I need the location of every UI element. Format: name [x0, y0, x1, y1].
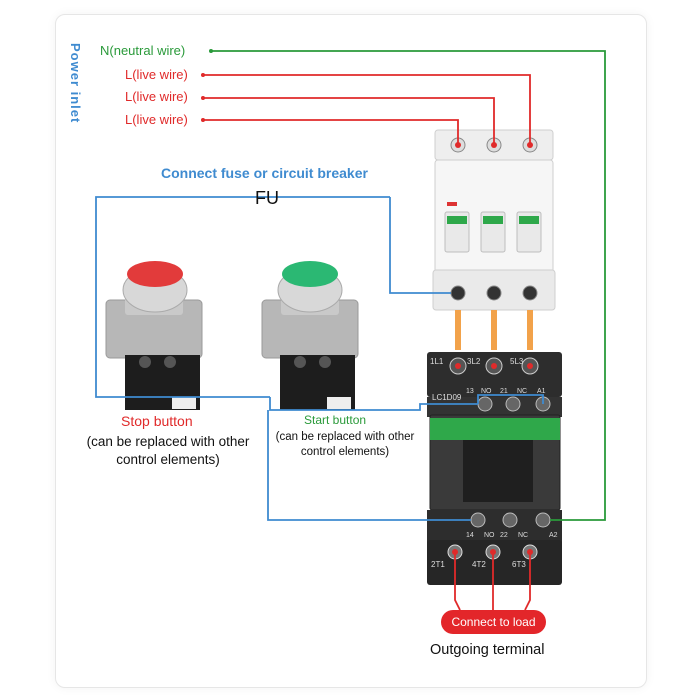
- power-inlet-label: Power inlet: [68, 43, 83, 124]
- terminal-label-a1: A1: [537, 388, 546, 395]
- terminal-label-a2: A2: [549, 532, 558, 539]
- control-wire-stop-start: [269, 397, 478, 411]
- control-wire-fuse-left: [95, 196, 390, 398]
- fuse-instruction: Connect fuse or circuit breaker: [161, 165, 368, 181]
- terminal-label-nc-bottom: NC: [518, 532, 528, 539]
- terminal-label-22: 22: [500, 532, 508, 539]
- contactor-model-label: LC1D09: [432, 393, 462, 402]
- live-wire-label-2: L(live wire): [125, 89, 188, 104]
- terminal-label-2t1: 2T1: [431, 560, 445, 569]
- terminal-label-13: 13: [466, 388, 474, 395]
- control-wire-a1: [477, 394, 544, 404]
- start-button-device: [261, 261, 359, 410]
- stop-button-description: (can be replaced with other control elem…: [86, 434, 250, 467]
- terminal-label-nc: NC: [517, 388, 527, 395]
- terminal-label-no: NO: [481, 388, 492, 395]
- neutral-wire-label: N(neutral wire): [100, 43, 186, 58]
- stop-button-device: [105, 261, 203, 410]
- terminal-label-4t2: 4T2: [472, 560, 486, 569]
- start-button-title: Start button: [304, 413, 367, 427]
- contactor: LC1D09 1L1 3L2 5L3 13 NO 21 NC A1 14 NO …: [427, 352, 562, 585]
- terminal-label-no-bottom: NO: [484, 532, 495, 539]
- control-wire-start-14: [267, 410, 471, 521]
- stop-button-title: Stop button: [121, 413, 193, 429]
- terminal-label-3l2: 3L2: [467, 357, 481, 366]
- terminal-label-1l1: 1L1: [430, 357, 444, 366]
- live-wire-2: [203, 97, 495, 145]
- control-wire-fuse: [389, 197, 451, 294]
- load-wires: [454, 552, 531, 611]
- terminal-label-6t3: 6T3: [512, 560, 526, 569]
- outgoing-terminal-label: Outgoing terminal: [430, 642, 545, 658]
- terminal-label-5l3: 5L3: [510, 357, 524, 366]
- terminal-label-21: 21: [500, 388, 508, 395]
- circuit-breaker: [432, 129, 556, 350]
- fuse-symbol-label: FU: [255, 188, 279, 208]
- terminal-label-14: 14: [466, 532, 474, 539]
- live-wire-1: [203, 74, 531, 145]
- live-wire-3: [203, 119, 459, 145]
- start-button-description: (can be replaced with other control elem…: [275, 431, 415, 458]
- live-wire-label-1: L(live wire): [125, 67, 188, 82]
- live-wire-label-3: L(live wire): [125, 112, 188, 127]
- neutral-wire: [211, 50, 606, 521]
- wires: [95, 50, 606, 521]
- connect-to-load-badge: Connect to load: [441, 610, 546, 634]
